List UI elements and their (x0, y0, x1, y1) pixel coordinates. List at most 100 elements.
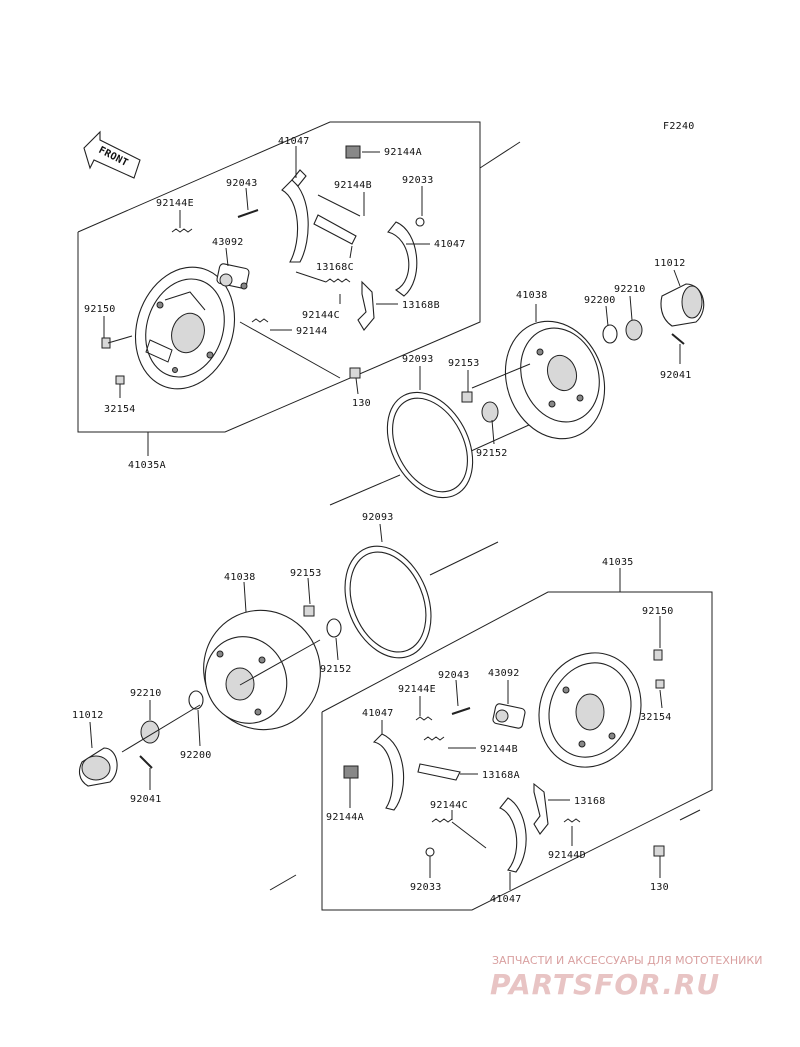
label-92093-b: 92093 (362, 512, 394, 523)
spring-92144a-top (345, 145, 361, 159)
label-92144d: 92144D (548, 850, 586, 861)
label-92041: 92041 (660, 370, 692, 381)
bolt-130-bottom (653, 845, 665, 857)
lever-13168a (417, 763, 461, 781)
spring-92144a-bottom (343, 765, 359, 779)
lever-13168b (357, 280, 375, 331)
label-92144e-b: 92144E (398, 684, 436, 695)
label-13168b: 13168B (402, 300, 440, 311)
diagram-code: F2240 (663, 121, 695, 132)
label-41035: 41035 (602, 557, 634, 568)
label-41035a: 41035A (128, 460, 166, 471)
label-92033: 92033 (402, 175, 434, 186)
bolt-92150-bottom (653, 649, 663, 661)
o-ring-bottom (344, 545, 432, 659)
label-92152-b: 92152 (320, 664, 352, 675)
wheel-cylinder-bottom (492, 703, 526, 729)
label-41038-b: 41038 (224, 572, 256, 583)
spring-92144e-top (171, 228, 193, 233)
label-92153-b: 92153 (290, 568, 322, 579)
brake-shoe-bottom-left (372, 733, 405, 811)
seal-92152-top (481, 401, 499, 423)
label-41038: 41038 (516, 290, 548, 301)
nut-92210-bottom (140, 720, 160, 744)
watermark-caption: ЗАПЧАСТИ И АКСЕССУАРЫ ДЛЯ МОТОТЕХНИКИ (492, 954, 762, 967)
cap-11012-top (660, 283, 705, 327)
label-92144: 92144 (296, 326, 328, 337)
backing-plate-top (134, 266, 236, 390)
label-92144a: 92144A (384, 147, 422, 158)
cotter-92041-top (671, 333, 685, 345)
label-41047-b: 41047 (362, 708, 394, 719)
label-92144c-b: 92144C (430, 800, 468, 811)
label-92152: 92152 (476, 448, 508, 459)
watermark-brand: PARTSFOR.RU (490, 968, 720, 1001)
spring-92144c-bottom (431, 818, 487, 849)
brake-drum-bottom (203, 609, 321, 731)
spring-92144d-bottom (563, 818, 581, 823)
leader-lines (89, 146, 681, 890)
label-43092: 43092 (212, 237, 244, 248)
spring-92144e-bottom (415, 716, 433, 721)
label-92150: 92150 (84, 304, 116, 315)
label-92150-b: 92150 (642, 606, 674, 617)
label-92043: 92043 (226, 178, 258, 189)
label-92144b-b: 92144B (480, 744, 518, 755)
wheel-cylinder-top (216, 263, 250, 290)
brake-shoe-top-right (387, 221, 418, 297)
bolt-130-top (349, 367, 361, 379)
brake-shoe-top-left (281, 169, 309, 263)
label-32154: 32154 (104, 404, 136, 415)
part-labels: 41047 92144A 92043 92144B 92033 92144E 4… (72, 136, 692, 905)
label-92210-b: 92210 (130, 688, 162, 699)
label-92144b: 92144B (334, 180, 372, 191)
stud-92153-bottom (303, 605, 315, 617)
bleeder-32154-bottom (655, 679, 665, 689)
spring-92144-top (251, 318, 269, 323)
label-92144a-b: 92144A (326, 812, 364, 823)
front-arrow-icon: FRONT (83, 130, 141, 179)
washer-92200-bottom (188, 690, 204, 710)
nut-92210-top (625, 319, 643, 341)
spring-92144c-top (295, 271, 351, 283)
bleeder-32154-top (115, 375, 125, 385)
label-92041-b: 92041 (130, 794, 162, 805)
stud-92153-top (461, 391, 473, 403)
pin-92043-bottom (451, 707, 471, 715)
seal-92152-bottom (326, 618, 342, 638)
washer-92200-top (602, 324, 618, 344)
bolt-92150-top (101, 335, 133, 349)
lever-13168 (533, 782, 549, 835)
label-92043-b: 92043 (438, 670, 470, 681)
label-130: 130 (352, 398, 371, 409)
label-41047: 41047 (278, 136, 310, 147)
backing-plate-bottom (538, 652, 642, 768)
label-92144e: 92144E (156, 198, 194, 209)
label-92200: 92200 (584, 295, 616, 306)
spring-92144b-bottom (423, 736, 445, 741)
label-92153: 92153 (448, 358, 480, 369)
clip-92033-top (415, 217, 425, 227)
label-130-b: 130 (650, 882, 669, 893)
lever-13168c (313, 194, 361, 245)
brake-shoe-bottom-right (499, 797, 527, 873)
label-41047-b2: 41047 (490, 894, 522, 905)
label-11012: 11012 (654, 258, 686, 269)
label-92200-b: 92200 (180, 750, 212, 761)
label-13168: 13168 (574, 796, 606, 807)
bottom-assembly-boundary (269, 541, 713, 911)
label-13168c: 13168C (316, 262, 354, 273)
pin-92043-top (237, 209, 259, 218)
clip-92033-bottom (425, 847, 435, 857)
o-ring-top (386, 391, 474, 499)
cap-11012-bottom (78, 747, 118, 787)
watermark: ЗАПЧАСТИ И АКСЕССУАРЫ ДЛЯ МОТОТЕХНИКИ PA… (490, 954, 762, 1001)
brake-drum-top (504, 320, 606, 440)
label-92033-b: 92033 (410, 882, 442, 893)
cotter-92041-bottom (139, 755, 153, 769)
label-32154-b: 32154 (640, 712, 672, 723)
label-11012-b: 11012 (72, 710, 104, 721)
label-41047-right: 41047 (434, 239, 466, 250)
label-92210: 92210 (614, 284, 646, 295)
